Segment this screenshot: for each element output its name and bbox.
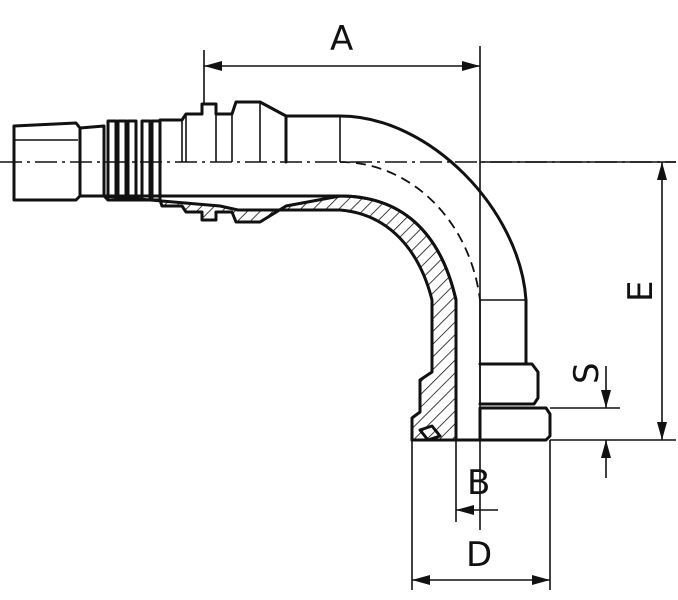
label-a: A (330, 19, 353, 59)
dimension-b: B (455, 440, 498, 522)
dimension-a: A (203, 19, 480, 104)
dimension-d: D (411, 440, 551, 590)
elbow-body (284, 114, 528, 366)
label-e: E (621, 281, 661, 302)
label-b: B (467, 463, 490, 503)
dimension-s: S (550, 362, 620, 478)
label-s: S (567, 362, 607, 384)
section-view (78, 194, 482, 442)
barb-ribs (106, 119, 162, 202)
label-d: D (466, 535, 492, 575)
hose-tail (12, 100, 288, 202)
dimension-e: E (480, 161, 676, 441)
flange-head (478, 300, 552, 442)
